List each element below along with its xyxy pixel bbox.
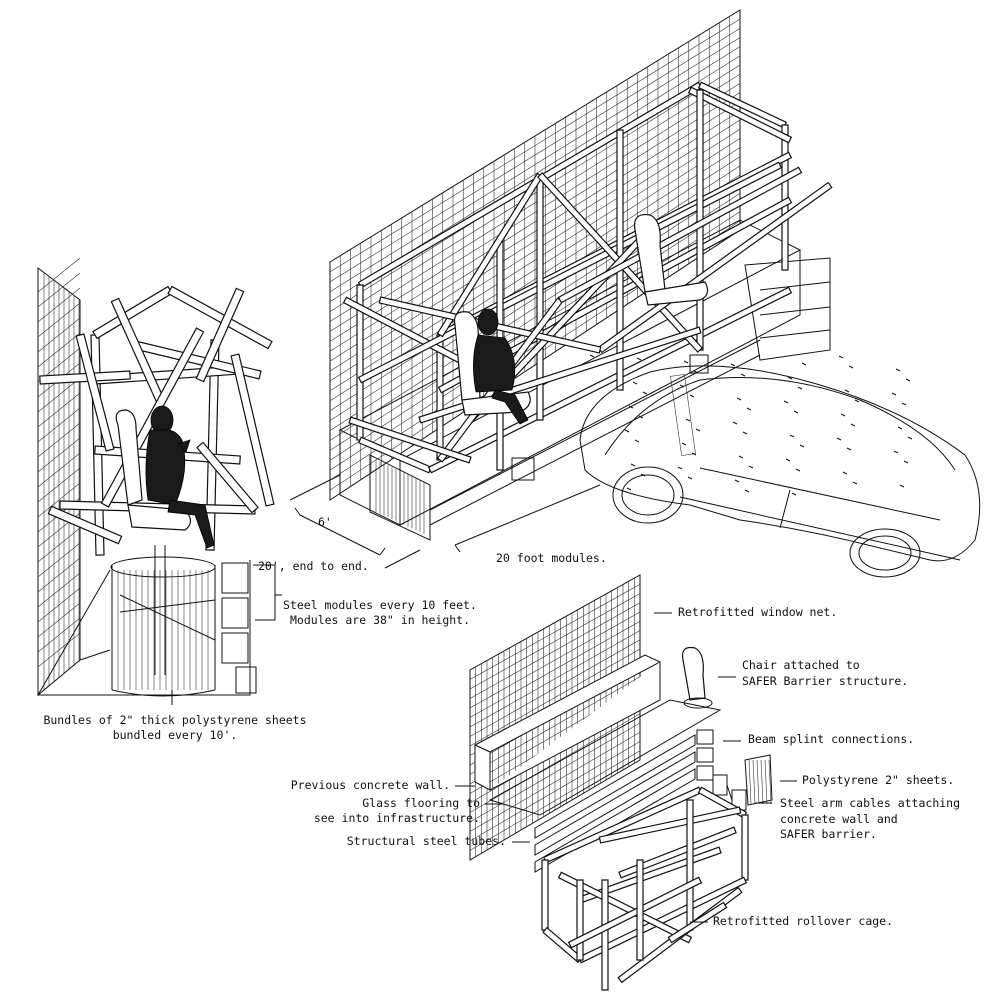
polystyrene-bundle <box>110 556 216 697</box>
label-steel-tubes: Structural steel tubes. <box>346 834 506 848</box>
label-glass-2: see into infrastructure. <box>313 811 480 825</box>
steel-module-stack <box>221 562 257 694</box>
exploded-chair <box>681 646 713 709</box>
label-rollover-cage: Retrofitted rollover cage. <box>713 914 894 928</box>
label-steel-arm-1: Steel arm cables attaching <box>780 796 961 810</box>
label-bundles-2: bundled every 10'. <box>112 728 238 742</box>
left-cage-tubes <box>39 285 275 556</box>
label-six-feet: 6' <box>318 515 332 529</box>
exploded-polystyrene <box>744 754 773 806</box>
label-bundles-1: Bundles of 2" thick polystyrene sheets <box>43 713 307 727</box>
label-glass-1: Glass flooring to <box>362 796 480 810</box>
main-axonometric <box>289 9 981 578</box>
exploded-steel-tubes <box>534 734 696 873</box>
main-figure <box>473 308 529 425</box>
exploded-rollover-cage <box>541 786 749 991</box>
exploded-components <box>469 574 773 991</box>
label-beam-splint: Beam splint connections. <box>748 732 915 746</box>
label-window-net: Retrofitted window net. <box>678 605 838 619</box>
exploded-glass-floor <box>488 699 722 816</box>
label-20-foot-modules: 20 foot modules. <box>496 551 607 565</box>
exploded-steel-arms <box>712 774 747 811</box>
brick-wall <box>37 257 81 697</box>
pedestal <box>154 545 166 675</box>
connection-plates <box>511 354 709 481</box>
dimension-lines <box>289 474 601 569</box>
exploded-beam-splints <box>696 729 714 781</box>
label-concrete-wall: Previous concrete wall. <box>290 778 450 792</box>
crash-car <box>579 354 981 578</box>
label-end-to-end: 20', end to end. <box>258 559 369 573</box>
label-polystyrene: Polystyrene 2" sheets. <box>802 773 955 787</box>
label-steel-arm-2: concrete wall and <box>780 812 898 826</box>
window-net-facade <box>329 9 741 501</box>
left-section-detail <box>37 257 275 697</box>
label-chair-1: Chair attached to <box>742 658 860 672</box>
leader-lines <box>171 564 797 923</box>
left-figure <box>145 405 215 549</box>
main-cage-tubes <box>342 81 833 474</box>
exploded-concrete-wall <box>473 654 662 791</box>
label-steel-modules-1: Steel modules every 10 feet. <box>283 598 477 612</box>
label-steel-arm-3: SAFER barrier. <box>780 827 877 841</box>
trench-floor <box>37 560 251 696</box>
label-steel-modules-2: Modules are 38" in height. <box>290 613 471 627</box>
label-chair-2: SAFER Barrier structure. <box>742 674 909 688</box>
